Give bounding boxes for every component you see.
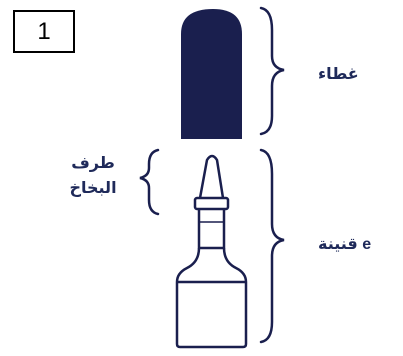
bottle-label: e قنينة xyxy=(318,234,371,254)
spray-tip-label-line1: طرف xyxy=(50,151,136,176)
bottle-brace xyxy=(261,150,284,342)
tip-brace xyxy=(140,150,158,214)
cap-icon xyxy=(181,9,242,139)
bottle-icon xyxy=(177,156,246,347)
cap-brace xyxy=(261,8,284,134)
spray-tip-label-line2: البخاخ xyxy=(50,176,136,201)
spray-tip-label: طرف البخاخ xyxy=(50,151,136,201)
cap-label: غطاء xyxy=(318,64,359,84)
